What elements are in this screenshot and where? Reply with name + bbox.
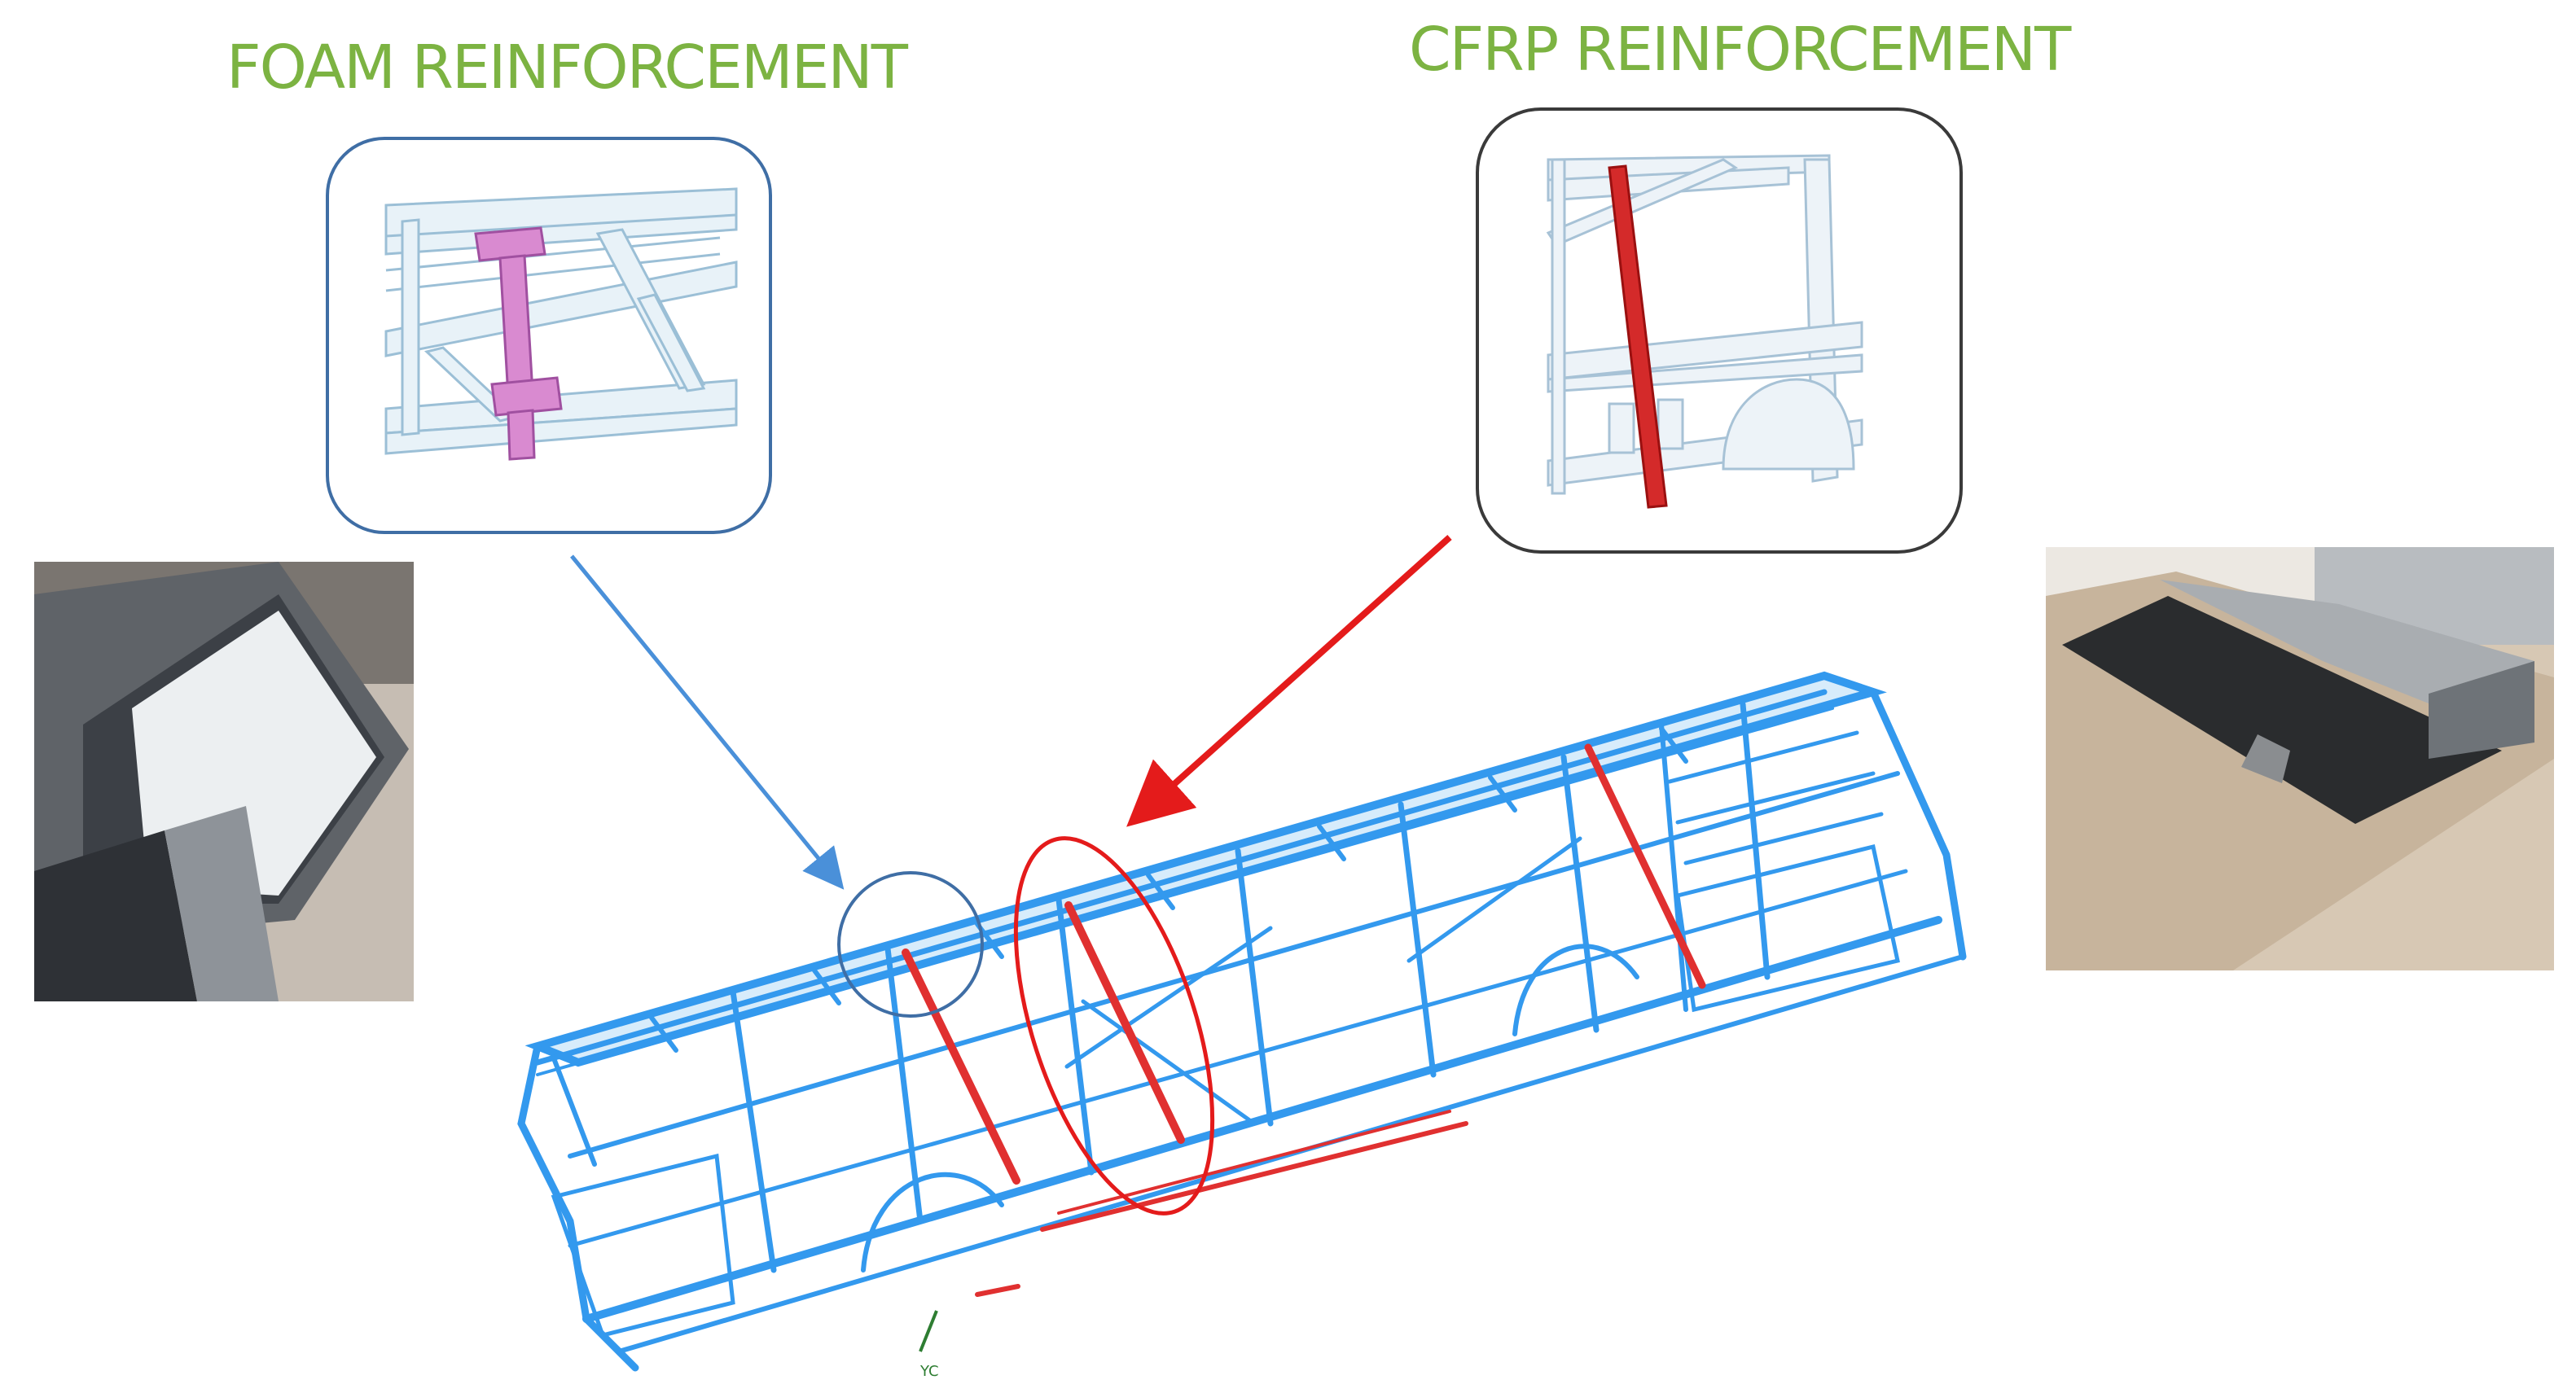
- cfrp-strip-and-steel-tube-icon: [2046, 547, 2554, 970]
- foam-reinforcement-title: FOAM REINFORCEMENT: [226, 33, 908, 103]
- cfrp-strip-and-steel-tube-photo: [2046, 547, 2554, 970]
- axis-tag-label: YC: [919, 1363, 939, 1380]
- cfrp-reinforcement-title: CFRP REINFORCEMENT: [1409, 15, 2071, 85]
- foam-reinforcement-detail-panel: [326, 137, 772, 534]
- foam-filled-tube-photo: [34, 562, 414, 1001]
- foam-filled-tube-icon: [34, 562, 414, 1001]
- axis-triad-icon: [919, 1310, 938, 1352]
- foam-reinforcement-detail-icon: [384, 187, 738, 461]
- cfrp-arrow-icon: [1126, 535, 1452, 827]
- foam-highlight-ring: [837, 871, 984, 1018]
- bus-body-frame-icon: [517, 671, 1967, 1372]
- cfrp-reinforcement-detail-icon: [1546, 154, 1863, 509]
- foam-arrow-icon: [570, 554, 845, 890]
- cfrp-highlight-ellipse: [1013, 836, 1215, 1216]
- cfrp-reinforcement-detail-panel: [1476, 107, 1963, 554]
- cfrp-reinforcement-members: [902, 743, 1706, 1297]
